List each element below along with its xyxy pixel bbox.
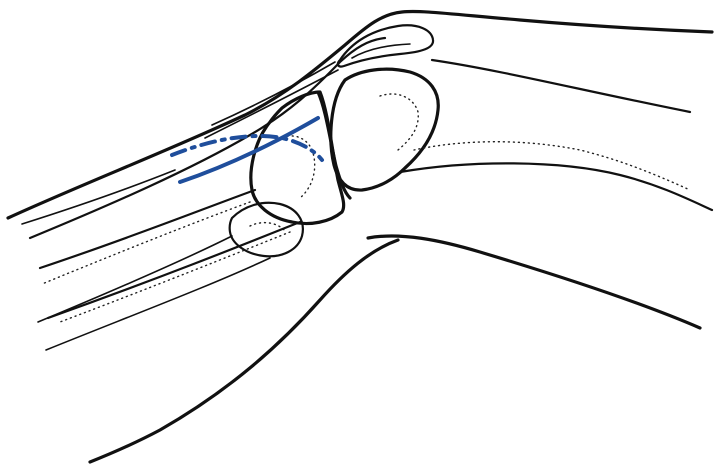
calf-outline <box>90 240 398 462</box>
tibia-shaft-lower <box>48 222 300 318</box>
tibia-shaft-stipple-lower <box>60 232 290 322</box>
skin-outline-upper <box>8 11 712 218</box>
femoral-condyle-stipple <box>380 94 418 150</box>
tibia-shaft-upper <box>40 190 255 268</box>
femur-shaft-upper <box>432 60 690 112</box>
femur-shaft-lower <box>400 163 712 210</box>
incision-line-solid <box>180 118 318 182</box>
popliteal-crease <box>368 236 700 328</box>
femoral-condyle <box>331 69 438 190</box>
patellar-ligament-lower <box>205 70 338 138</box>
fibula-shaft-upper <box>38 236 232 322</box>
tibial-head-stipple <box>278 136 315 198</box>
